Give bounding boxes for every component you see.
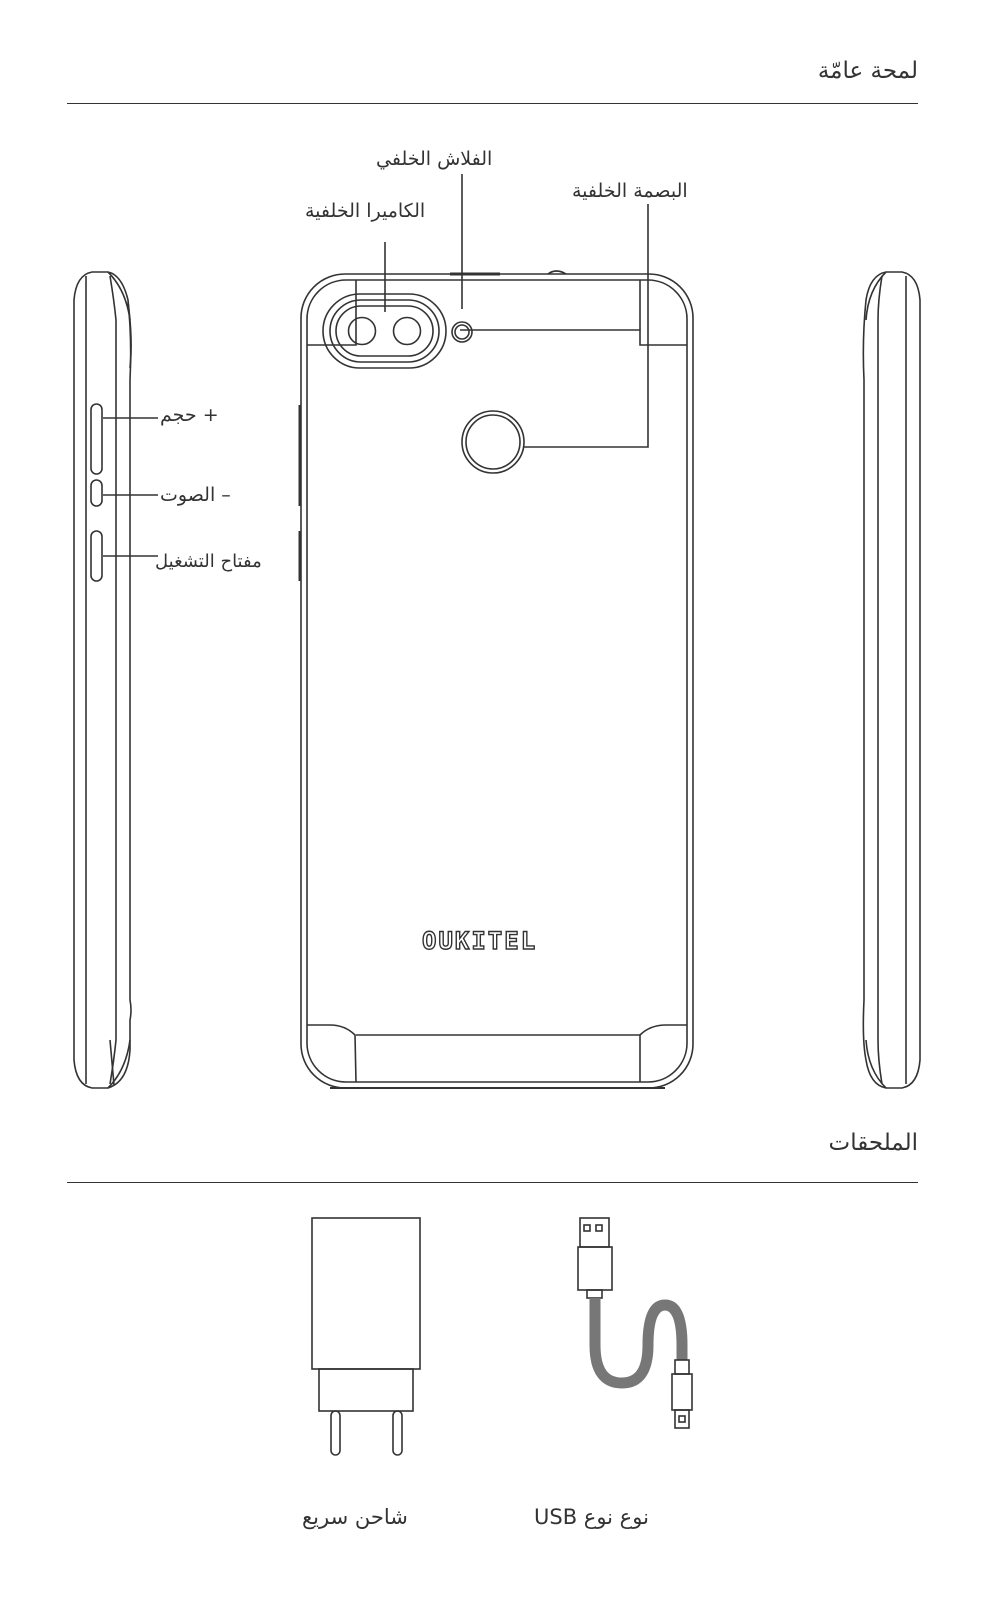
usb-cable-label: نوع نوع USB bbox=[534, 1505, 649, 1529]
rear-flash bbox=[451, 321, 473, 343]
section-title-accessories: الملحقات bbox=[828, 1130, 918, 1156]
usb-cable-illustration bbox=[577, 1217, 693, 1429]
volume-up-label: + حجم bbox=[160, 404, 219, 426]
phone-right-side-view bbox=[862, 271, 921, 1089]
rear-fingerprint-label: البصمة الخلفية bbox=[572, 180, 688, 202]
fast-charger-illustration bbox=[311, 1217, 421, 1456]
accessories-divider bbox=[67, 1182, 918, 1183]
rear-fingerprint-sensor bbox=[461, 410, 525, 474]
phone-back-view bbox=[298, 270, 694, 1089]
rear-camera-label: الكاميرا الخلفية bbox=[305, 200, 426, 222]
power-key-label: مفتاح التشغيل bbox=[155, 551, 262, 572]
phone-left-side-view bbox=[73, 271, 132, 1089]
section-title-overview: لمحة عامّة bbox=[817, 58, 918, 84]
charger-label: شاحن سريع bbox=[302, 1505, 408, 1529]
brand-logo: OUKITEL bbox=[421, 926, 538, 955]
rear-flash-label: الفلاش الخلفي bbox=[376, 148, 493, 170]
volume-down-label: – الصوت bbox=[160, 484, 231, 506]
overview-divider bbox=[67, 103, 918, 104]
